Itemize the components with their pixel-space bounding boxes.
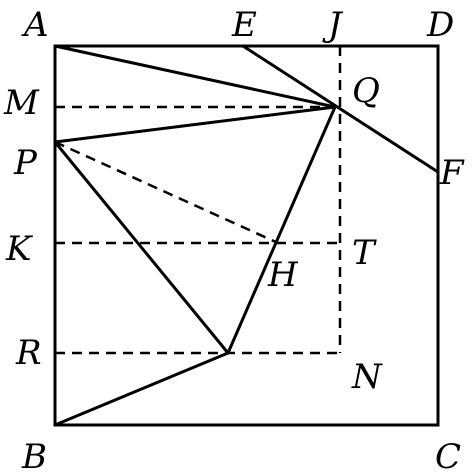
- label-n: N: [351, 357, 383, 397]
- label-f: F: [439, 153, 465, 193]
- segment-qr: [226, 105, 337, 355]
- segment-pq: [53, 105, 337, 144]
- label-d: D: [426, 5, 454, 45]
- label-t: T: [352, 233, 377, 273]
- label-q: Q: [352, 71, 380, 111]
- label-r: R: [15, 333, 42, 373]
- dashed-line-ph: [54, 140, 279, 245]
- segment-br: [53, 351, 230, 427]
- label-k: K: [5, 229, 34, 269]
- label-h: H: [267, 255, 299, 295]
- label-p: P: [13, 143, 38, 183]
- label-j: J: [322, 5, 344, 45]
- label-e: E: [231, 5, 257, 45]
- label-m: M: [3, 83, 40, 123]
- label-b: B: [21, 437, 47, 473]
- label-a: A: [21, 5, 49, 45]
- segment-aq: [53, 44, 337, 109]
- segment-pr: [53, 140, 230, 355]
- square-abcd: [53, 44, 440, 427]
- segment-ef: [241, 44, 440, 174]
- label-c: C: [435, 437, 461, 473]
